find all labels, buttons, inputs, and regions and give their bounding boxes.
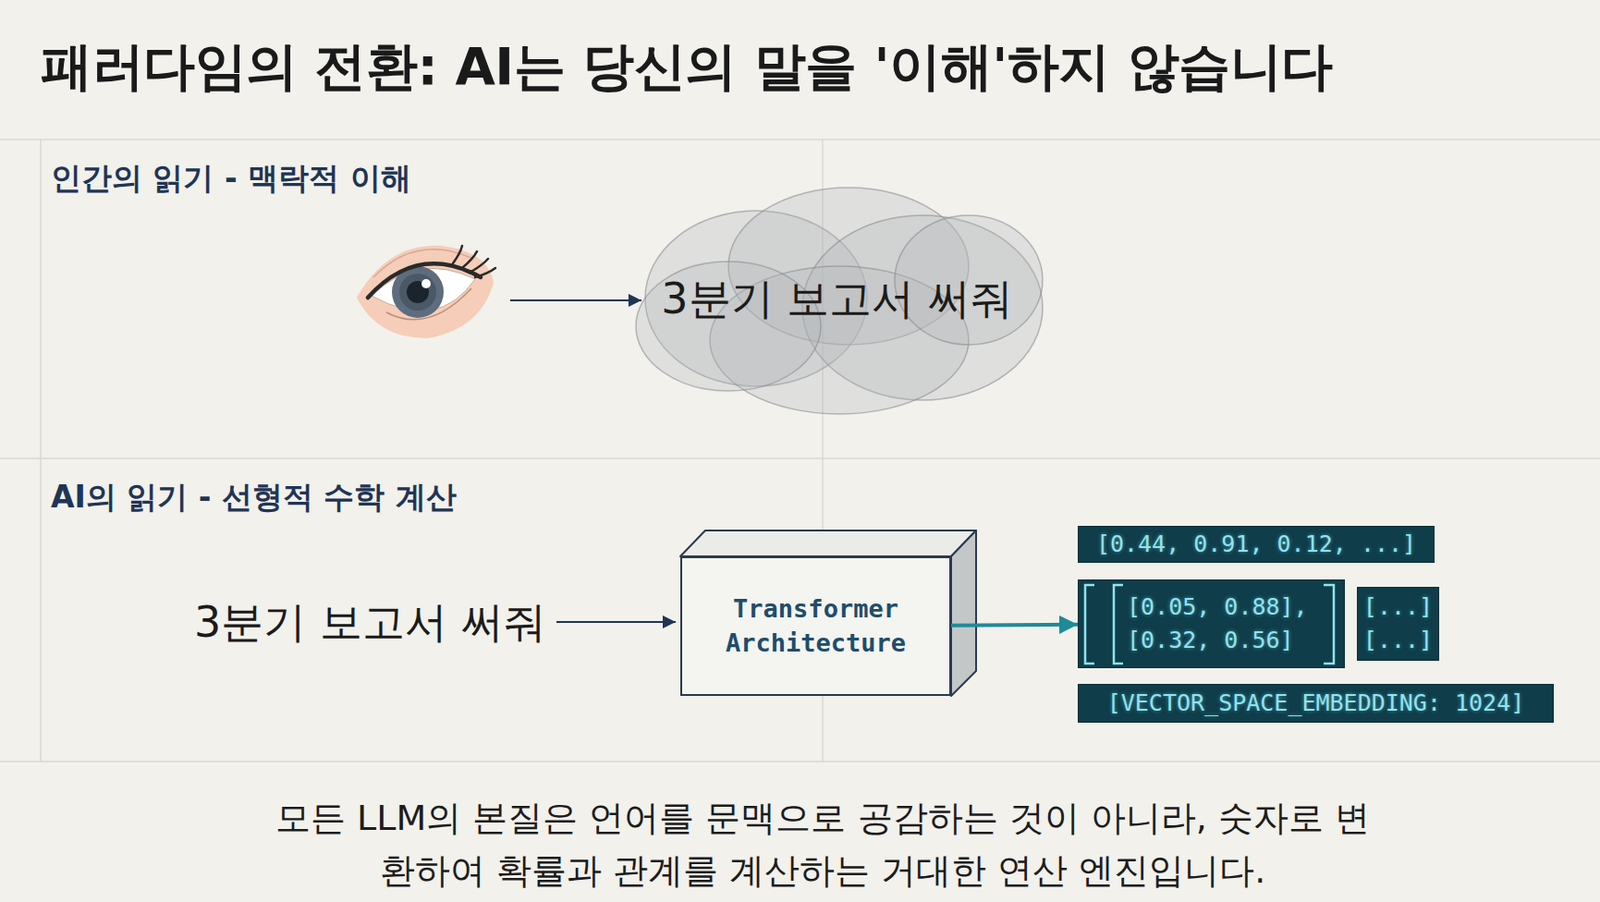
eye-skin	[356, 245, 494, 339]
flow-arrow	[510, 299, 642, 302]
divider-line	[39, 139, 42, 762]
eye-lash	[469, 258, 489, 273]
box-side-face	[951, 530, 977, 697]
input-text: 3분기 보고서 써줘	[194, 597, 547, 648]
eye-lash	[475, 268, 496, 278]
divider-line	[0, 457, 1600, 460]
divider-line	[0, 138, 1600, 141]
eye-highlight	[421, 279, 431, 289]
node-text: [VECTOR_SPACE_EMBEDDING: 1024]	[1107, 686, 1526, 721]
section-heading: 인간의 읽기 - 맥락적 이해	[50, 159, 412, 197]
section-heading: AI의 읽기 - 선형적 수학 계산	[50, 478, 457, 516]
eye-crease	[373, 249, 474, 278]
grid-lines	[0, 139, 1600, 762]
eye-pupil	[406, 280, 429, 304]
flow-arrow	[951, 622, 1078, 628]
matrix-box: [0.05, 0.88], [0.32, 0.56]	[1077, 579, 1345, 669]
eye-lid	[367, 263, 481, 298]
box-3d-faces	[680, 530, 977, 697]
node-text: 3분기 보고서 써줘	[660, 273, 1014, 325]
diagram-caption: 모든 LLM의 본질은 언어를 문맥으로 공감하는 것이 아니라, 숫자로 변환…	[263, 792, 1382, 898]
embedding-box: [VECTOR_SPACE_EMBEDDING: 1024]	[1077, 683, 1554, 723]
flow-arrow	[556, 621, 676, 623]
thought-cloud: 3분기 보고서 써줘	[617, 178, 1057, 421]
eye-illustration	[356, 245, 496, 339]
eye-lower-lid	[386, 288, 472, 320]
eye-iris-inner	[399, 273, 437, 311]
eye-sclera	[371, 268, 476, 311]
node-text: [0.05, 0.88], [0.32, 0.56]	[1126, 590, 1317, 658]
node-text: Transformer Architecture	[720, 592, 911, 660]
vector-box: [0.44, 0.91, 0.12, ...]	[1077, 525, 1435, 563]
eye-lash	[462, 251, 477, 269]
diagram-title: 패러다임의 전환: AI는 당신의 말을 '이해'하지 않습니다	[40, 35, 1333, 98]
process-box: Transformer Architecture	[680, 556, 952, 697]
node-text: [0.44, 0.91, 0.12, ...]	[1096, 527, 1417, 562]
eye-lashes	[452, 245, 496, 278]
divider-line	[0, 760, 1600, 763]
box-top-face	[680, 530, 977, 557]
node-text: [...] [...]	[1358, 590, 1437, 658]
matrix-box: [...] [...]	[1356, 586, 1440, 661]
eye-lash	[452, 245, 463, 264]
eye-iris	[391, 266, 444, 318]
